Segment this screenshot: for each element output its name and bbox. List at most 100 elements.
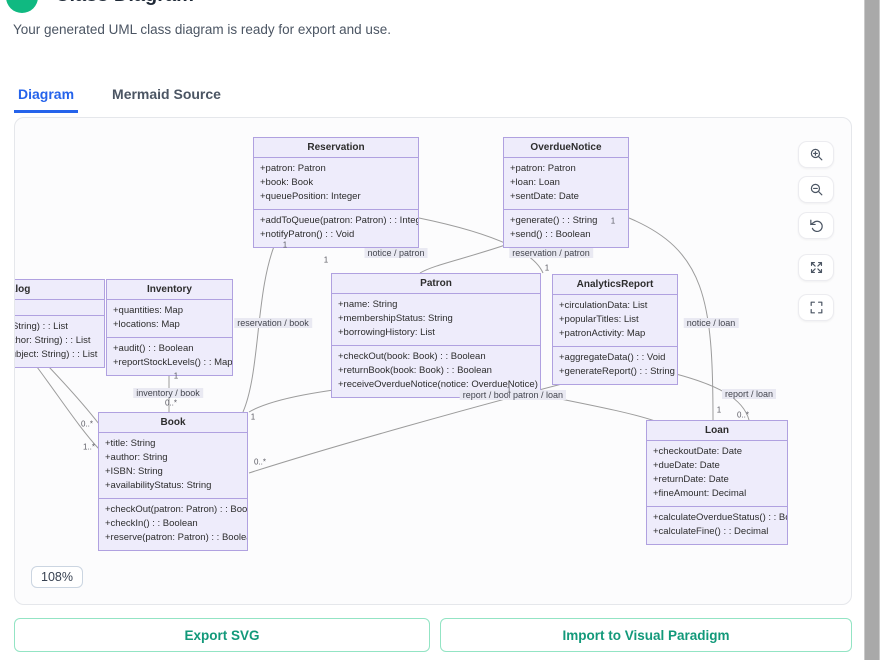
uml-class-loan: Loan+checkoutDate: Date+dueDate: Date+re… [646, 420, 788, 545]
import-visual-paradigm-button[interactable]: Import to Visual Paradigm [440, 618, 852, 652]
uml-member: +reserve(patron: Patron) : : Boolean [105, 532, 247, 543]
uml-class-name: Reservation [254, 138, 418, 158]
uml-member: +generateReport() : : String [559, 366, 675, 377]
multiplicity-label: 1 [282, 240, 288, 250]
uml-member: +patronActivity: Map [559, 328, 646, 339]
uml-member: +patron: Patron [510, 163, 576, 174]
uml-member: +ISBN: String [105, 466, 163, 477]
uml-member: +audit() : : Boolean [113, 343, 194, 354]
uml-member: +checkoutDate: Date [653, 446, 742, 457]
uml-member: +returnBook(book: Book) : : Boolean [338, 365, 492, 376]
edge-label: reservation / patron [509, 248, 593, 258]
multiplicity-label: 0..* [80, 419, 94, 429]
tab-mermaid-source[interactable]: Mermaid Source [112, 86, 221, 102]
uml-class-patron: Patron+name: String+membershipStatus: St… [331, 273, 541, 398]
uml-member: +checkOut(book: Book) : : Boolean [338, 351, 486, 362]
uml-member: +loan: Loan [510, 177, 560, 188]
uml-member: +sentDate: Date [510, 191, 579, 202]
uml-class-inventory: Inventory +quantities: Map +locations: Map… [106, 279, 233, 376]
page-title: Class Diagram [55, 0, 194, 7]
green-check-circle-icon [6, 0, 38, 13]
multiplicity-label: 1 [250, 412, 256, 422]
uml-member: +checkIn() : : Boolean [105, 518, 198, 529]
expand-button[interactable] [798, 254, 834, 281]
uml-methods-analyticsreport: +aggregateData() : : Void +generateReport… [553, 347, 677, 384]
uml-member: +book: Book [260, 177, 314, 188]
uml-attrs-catalog [15, 300, 104, 316]
uml-class-name: AnalyticsReport [553, 275, 677, 295]
multiplicity-label: 0..* [253, 457, 267, 467]
multiplicity-label: 0..* [736, 410, 750, 420]
uml-member: +title: String [105, 438, 156, 449]
uml-member: +searchBySubject(subject: String) : : Li… [15, 349, 98, 360]
uml-class-name: Inventory [107, 280, 232, 300]
uml-methods-book: +checkOut(patron: Patron) : : Boolean +ch… [99, 499, 247, 550]
multiplicity-label: 1 [716, 405, 722, 415]
uml-member: +circulationData: List [559, 300, 648, 311]
tab-bar: Diagram Mermaid Source [14, 86, 225, 113]
uml-member: +queuePosition: Integer [260, 191, 361, 202]
multiplicity-label: 1 [506, 385, 512, 395]
uml-member: +membershipStatus: String [338, 313, 453, 324]
scrollbar-track[interactable] [864, 0, 880, 660]
uml-member: +author: String [105, 452, 168, 463]
uml-member: +availabilityStatus: String [105, 480, 212, 491]
diagram-canvas[interactable]: Catalog +searchByTitle(title: String) : :… [14, 117, 852, 605]
uml-methods-loan: +calculateOverdueStatus() : : Boolean +ca… [647, 507, 787, 544]
edge-label: reservation / book [234, 318, 312, 328]
uml-attrs-patron: +name: String +membershipStatus: String +b… [332, 294, 540, 346]
multiplicity-label: 1 [610, 216, 616, 226]
multiplicity-label: 1 [544, 263, 550, 273]
uml-member: +aggregateData() : : Void [559, 352, 666, 363]
uml-member: +returnDate: Date [653, 474, 729, 485]
uml-member: +popularTitles: List [559, 314, 639, 325]
uml-attrs-overduenotice: +patron: Patron +loan: Loan +sentDate: Dat… [504, 158, 628, 210]
uml-attrs-reservation: +patron: Patron +book: Book +queuePosition… [254, 158, 418, 210]
uml-attrs-analyticsreport: +circulationData: List +popularTitles: Li… [553, 295, 677, 347]
edge-label: report / loan [721, 389, 777, 399]
zoom-level-badge: 108% [31, 566, 83, 588]
edge-label: patron / loan [509, 390, 567, 400]
fullscreen-icon [808, 299, 825, 316]
uml-class-catalog: Catalog +searchByTitle(title: String) : :… [14, 279, 105, 368]
fullscreen-button[interactable] [798, 294, 834, 321]
expand-icon [808, 259, 825, 276]
export-svg-button[interactable]: Export SVG [14, 618, 430, 652]
uml-member: +searchByTitle(title: String) : : List [14, 321, 68, 332]
uml-member: +patron: Patron [260, 163, 326, 174]
tab-diagram[interactable]: Diagram [14, 86, 79, 113]
uml-attrs-inventory: +quantities: Map +locations: Map [107, 300, 232, 338]
uml-member: +calculateFine() : : Decimal [653, 526, 769, 537]
uml-member: +borrowingHistory: List [338, 327, 435, 338]
zoom-in-button[interactable] [798, 141, 834, 168]
uml-methods-catalog: +searchByTitle(title: String) : : List +s… [14, 316, 104, 367]
uml-member: +searchByAuthor(author: String) : : List [15, 335, 91, 346]
uml-class-reservation: Reservation +patron: Patron +book: Book +qu… [253, 137, 419, 248]
uml-class-name: Loan [647, 421, 787, 441]
zoom-out-icon [808, 181, 825, 198]
uml-methods-inventory: +audit() : : Boolean +reportStockLevels()… [107, 338, 232, 375]
zoom-out-button[interactable] [798, 176, 834, 203]
reset-view-button[interactable] [798, 212, 834, 239]
uml-member: +name: String [338, 299, 398, 310]
uml-member: +locations: Map [113, 319, 180, 330]
uml-member: +quantities: Map [113, 305, 183, 316]
uml-attrs-book: +title: String +author: String +ISBN: Stri… [99, 433, 247, 499]
uml-methods-overduenotice: +generate() : : String+send() : : Boolea… [504, 210, 628, 247]
uml-methods-patron: +checkOut(book: Book) : : Boolean +return… [332, 346, 540, 397]
uml-member: +fineAmount: Decimal [653, 488, 747, 499]
uml-class-book: Book+title: String+author: String+ISBN: … [98, 412, 248, 551]
uml-class-name: OverdueNotice [504, 138, 628, 158]
uml-class-name: Catalog [15, 280, 104, 300]
uml-member: +checkOut(patron: Patron) : : Boolean [105, 504, 247, 515]
uml-class-overduenotice: OverdueNotice+patron: Patron+loan: Loan+… [503, 137, 629, 248]
edge-label: inventory / book [133, 388, 203, 398]
page-subtitle: Your generated UML class diagram is read… [13, 22, 391, 37]
multiplicity-label: 1..* [82, 442, 96, 452]
multiplicity-label: 1 [323, 255, 329, 265]
uml-methods-reservation: +addToQueue(patron: Patron) : : Integer+… [254, 210, 418, 247]
uml-member: +calculateOverdueStatus() : : Boolean [653, 512, 787, 523]
uml-member: +reportStockLevels() : : Map [113, 357, 232, 368]
edge-catalog-book [48, 366, 100, 425]
scrollbar-thumb[interactable] [865, 0, 879, 660]
